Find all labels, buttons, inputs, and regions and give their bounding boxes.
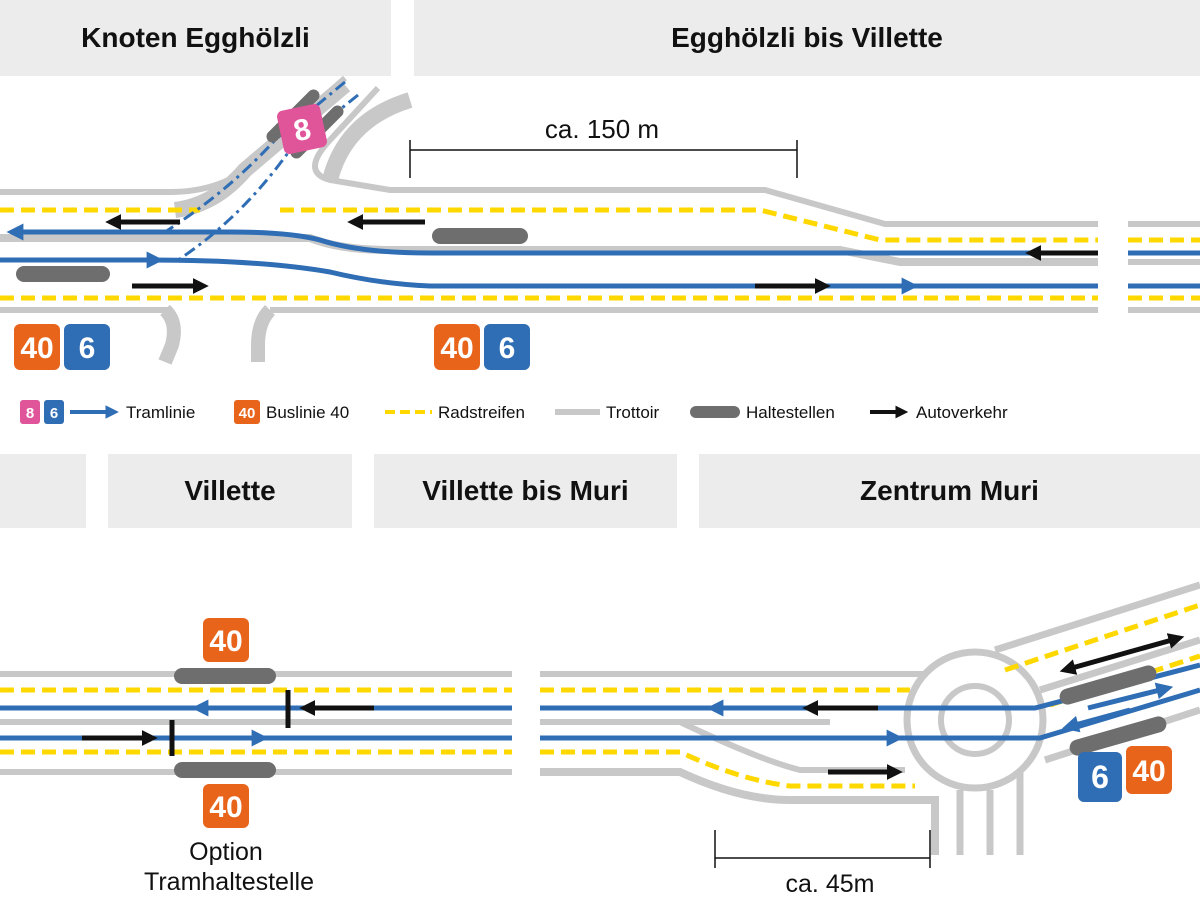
top-car-arrows [105,213,1098,295]
legend-autoverkehr-label: Autoverkehr [916,403,1008,422]
legend-buslinie: 40 Buslinie 40 [234,400,349,424]
stop-muri-south [1069,716,1167,756]
header-zentrum-muri: Zentrum Muri [699,454,1200,528]
stop-muri-north [1059,665,1157,705]
header-blank-left [0,454,86,528]
dimension-150m: ca. 150 m [409,114,798,178]
badges-knoten: 40 6 [14,324,110,370]
svg-text:40: 40 [239,405,256,422]
legend-trottoir-label: Trottoir [606,403,660,422]
option-line2: Tramhaltestelle [144,868,314,896]
villette-road: 40 40 Option Tramhaltestelle [0,618,512,896]
header-eggholzli-bis-villette: Egghölzli bis Villette [414,0,1200,76]
legend-haltestellen: Haltestellen [690,403,835,422]
badge-tram-8-top: 8 [277,104,327,154]
legend: 8 6 Tramlinie 40 Buslinie 40 Radstreifen… [20,400,1008,424]
legend-buslinie-label: Buslinie 40 [266,403,349,422]
legend-autoverkehr: Autoverkehr [870,403,1008,422]
badge-bus-40-villette-north: 40 [209,625,242,658]
dimension-150m-label: ca. 150 m [545,114,659,144]
badge-tram-6-knoten: 6 [79,332,96,365]
stop-villette-south [174,762,276,778]
legend-radstreifen-label: Radstreifen [438,403,525,422]
header-knoten-eggholzli: Knoten Egghölzli [0,0,391,76]
header-villette: Villette [108,454,352,528]
badge-bus-40-muri: 40 [1132,755,1165,788]
header-villette-bis-muri: Villette bis Muri [374,454,677,528]
svg-text:6: 6 [50,405,58,422]
stop-villette-approach [432,228,528,244]
badge-bus-40-villette-south: 40 [209,791,242,824]
option-line1: Option [189,838,263,866]
badges-eggholzli-villette: 40 6 [434,324,530,370]
legend-tramlinie: 8 6 Tramlinie [20,400,195,424]
legend-tramlinie-label: Tramlinie [126,403,195,422]
badge-tram-8-label: 8 [291,113,314,149]
legend-radstreifen: Radstreifen [385,403,525,422]
legend-trottoir: Trottoir [555,403,660,422]
muri-road: 6 40 ca. 45m [540,581,1200,898]
badge-bus-40-middle: 40 [440,332,473,365]
legend-haltestellen-label: Haltestellen [746,403,835,422]
top-tram-lines [0,80,1200,295]
dimension-45m-label: ca. 45m [786,870,875,898]
badge-tram-6-muri: 6 [1091,759,1109,795]
svg-text:8: 8 [26,405,34,422]
badge-bus-40-knoten: 40 [20,332,53,365]
badge-tram-6-middle: 6 [499,332,516,365]
stop-villette-north [174,668,276,684]
stop-knoten [16,266,110,282]
